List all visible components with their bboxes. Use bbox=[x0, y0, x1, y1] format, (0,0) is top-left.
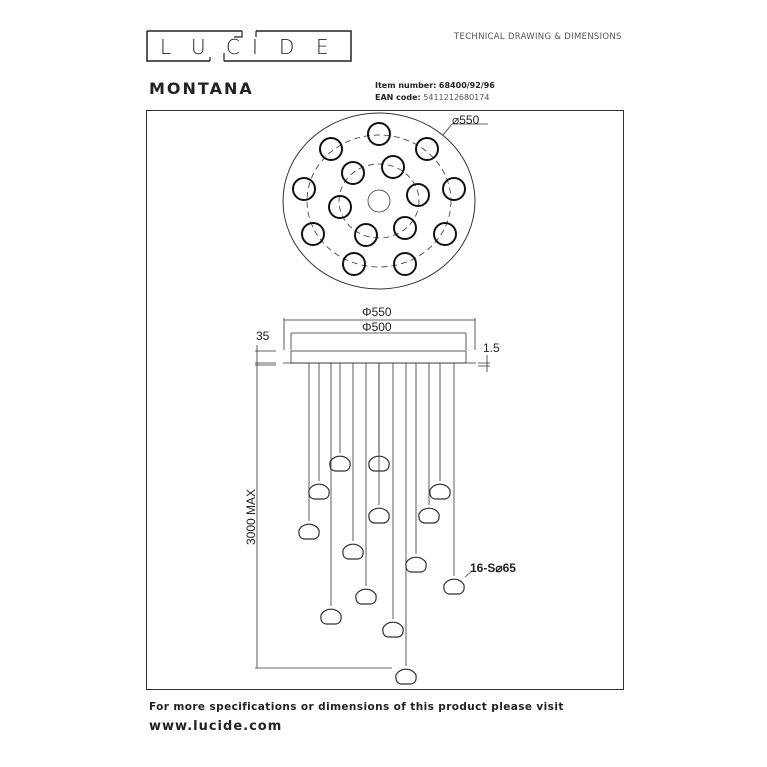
svg-text:E: E bbox=[316, 35, 329, 59]
svg-text:D: D bbox=[279, 35, 294, 59]
inner-diameter-label: Φ500 bbox=[362, 320, 392, 334]
pendant-light bbox=[320, 363, 342, 625]
mount-hole bbox=[442, 177, 466, 201]
svg-text:I: I bbox=[252, 35, 258, 59]
pendant-light bbox=[405, 363, 427, 573]
mount-hole bbox=[328, 195, 352, 219]
pendant-light bbox=[329, 363, 351, 472]
mount-hole bbox=[354, 223, 378, 247]
mount-hole bbox=[342, 252, 366, 276]
mount-hole bbox=[381, 155, 405, 179]
mount-hole bbox=[292, 177, 316, 201]
pendant-light bbox=[342, 363, 364, 560]
mount-hole bbox=[393, 252, 417, 276]
svg-text:L: L bbox=[160, 35, 171, 59]
svg-text:C: C bbox=[226, 35, 240, 59]
item-number: 68400/92/96 bbox=[438, 81, 495, 90]
header-caption: TECHNICAL DRAWING & DIMENSIONS bbox=[454, 32, 622, 42]
ean-code: 5411212680174 bbox=[423, 93, 490, 102]
mount-hole bbox=[406, 183, 430, 207]
product-name: MONTANA bbox=[149, 79, 254, 98]
mount-hole bbox=[393, 216, 417, 240]
outer-diameter-label: Φ550 bbox=[362, 305, 392, 319]
mount-hole bbox=[415, 137, 439, 161]
drawing-frame bbox=[146, 110, 624, 690]
mount-hole bbox=[319, 137, 343, 161]
top-view bbox=[282, 112, 488, 290]
product-info: Item number: 68400/92/96 EAN code: 54112… bbox=[375, 80, 495, 104]
bulb-spec-label: 16-S⌀65 bbox=[470, 561, 516, 575]
ean-label: EAN code: bbox=[375, 93, 421, 102]
pendant-light bbox=[382, 363, 404, 638]
pendant-light bbox=[395, 363, 417, 685]
side-view bbox=[255, 318, 490, 685]
pendant-light bbox=[418, 363, 440, 524]
pendant-light bbox=[443, 363, 465, 595]
pendant-light bbox=[368, 363, 390, 524]
website-link[interactable]: www.lucide.com bbox=[149, 719, 283, 734]
pendant-light bbox=[355, 363, 377, 605]
pendant-light bbox=[308, 363, 330, 500]
footer-text: For more specifications or dimensions of… bbox=[149, 701, 564, 713]
pendant-light bbox=[298, 363, 320, 540]
drop-length-label: 3000 MAX bbox=[244, 489, 258, 545]
canopy-height-label: 35 bbox=[256, 329, 270, 343]
mount-hole bbox=[433, 222, 457, 246]
mount-hole bbox=[301, 222, 325, 246]
top-diameter-label: ⌀550 bbox=[452, 113, 480, 127]
svg-text:U: U bbox=[191, 35, 206, 59]
pendant-light bbox=[429, 363, 451, 500]
item-number-label: Item number: bbox=[375, 81, 437, 90]
mount-hole bbox=[341, 161, 365, 185]
plate-thickness-label: 1.5 bbox=[483, 341, 500, 355]
mount-hole bbox=[367, 122, 391, 146]
